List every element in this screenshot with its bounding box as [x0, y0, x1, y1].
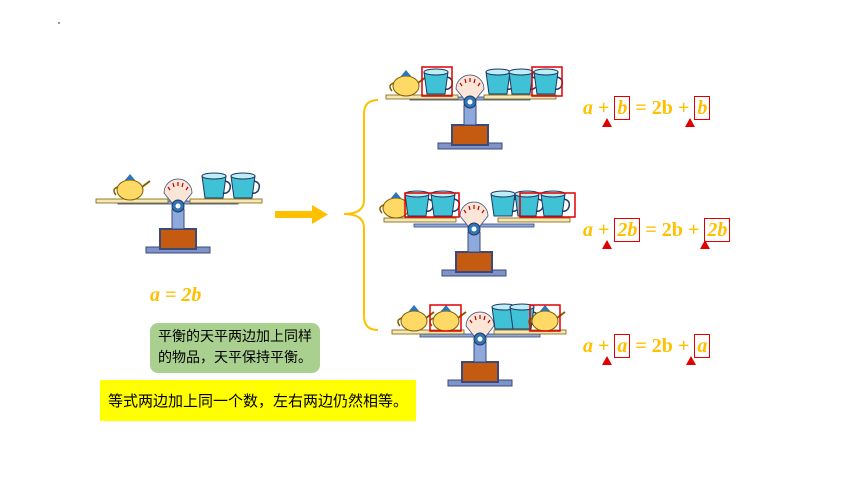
eq2-box2: 2b	[704, 218, 731, 242]
eq3-marker-1	[602, 356, 612, 365]
scale-top	[385, 66, 564, 150]
eq3-lhs-var: a	[583, 335, 593, 357]
yellow-note: 等式两边加上同一个数，左右两边仍然相等。	[100, 380, 417, 421]
green-note-line2: 的物品，天平保持平衡。	[158, 350, 312, 366]
eq1-eq: = 2b	[635, 97, 673, 119]
brace	[343, 99, 379, 331]
corner-dot	[58, 22, 60, 24]
eq1-marker-1	[602, 118, 612, 127]
scale-middle	[378, 190, 576, 277]
eq2-lhs-var: a	[583, 219, 593, 241]
eq1-marker-2	[685, 118, 695, 127]
eq3-eq: = 2b	[635, 335, 673, 357]
eq3-box1: a	[614, 334, 631, 358]
eq2-op2: +	[687, 219, 700, 241]
eq1-box1: b	[614, 96, 631, 120]
eq2-marker-2	[700, 240, 710, 249]
eq2-eq: = 2b	[645, 219, 683, 241]
eq1-box2: b	[694, 96, 711, 120]
eq1-op1: +	[598, 97, 610, 119]
arrow-right	[275, 205, 328, 224]
scale-left	[95, 172, 263, 254]
eq1-lhs-var: a	[583, 97, 593, 119]
equation-row-3: a + a = 2b + a	[583, 334, 711, 358]
scale-bottom	[391, 303, 567, 387]
eq3-op2: +	[677, 335, 690, 357]
left-equation: a = 2b	[150, 284, 202, 306]
eq2-box1: 2b	[614, 218, 641, 242]
equation-row-2: a + 2b = 2b + 2b	[583, 218, 731, 242]
equation-row-1: a + b = 2b + b	[583, 96, 711, 120]
green-note-line1: 平衡的天平两边加上同样	[158, 329, 312, 345]
eq2-op1: +	[598, 219, 610, 241]
eq1-op2: +	[677, 97, 690, 119]
eq3-box2: a	[694, 334, 711, 358]
eq2-marker-1	[602, 240, 612, 249]
eq3-marker-2	[686, 356, 696, 365]
green-note: 平衡的天平两边加上同样 的物品，天平保持平衡。	[150, 323, 320, 373]
eq3-op1: +	[598, 335, 610, 357]
